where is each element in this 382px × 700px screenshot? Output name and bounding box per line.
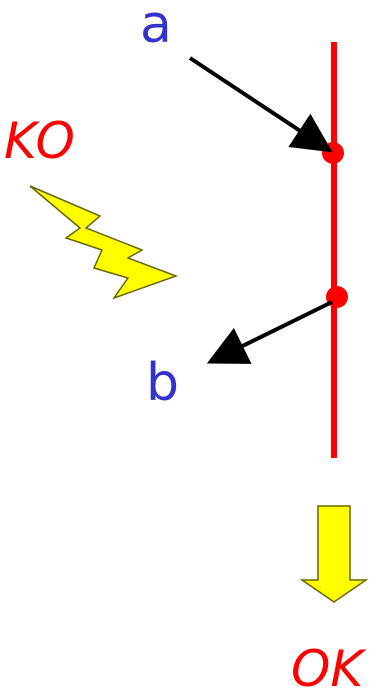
label-ok: OK <box>291 640 367 695</box>
label-point-a: a <box>140 0 172 55</box>
arrow-a-to-line <box>188 56 333 153</box>
down-arrow-icon <box>299 505 369 603</box>
lightning-bolt-icon <box>29 185 179 300</box>
label-ko: KO <box>4 112 75 170</box>
arrow-line-to-b <box>206 300 333 364</box>
label-point-b: b <box>146 353 179 413</box>
